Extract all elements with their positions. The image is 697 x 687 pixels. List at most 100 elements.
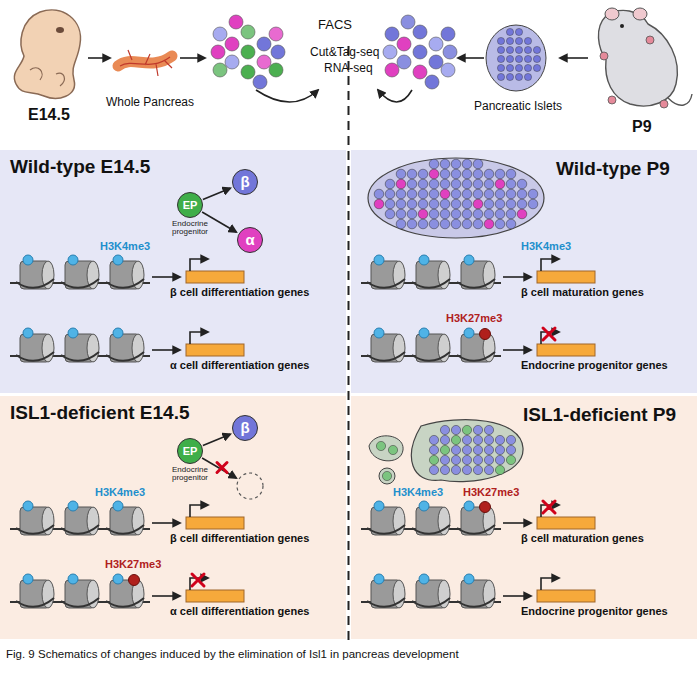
- promoter-arrow: [190, 505, 208, 517]
- islet-cell: [396, 189, 406, 199]
- sorted-cell: [269, 27, 283, 41]
- dna-wrap: [16, 598, 54, 607]
- islet-cell: [484, 435, 493, 444]
- islet-cell: [497, 73, 504, 80]
- sorted-cell: [397, 55, 411, 69]
- islet-cell: [407, 189, 417, 199]
- gene-box: [186, 344, 244, 356]
- islet-cell: [495, 455, 504, 464]
- h3k4me3-mark: [113, 574, 123, 584]
- dna-wrap: [457, 598, 495, 607]
- panel-ground: [0, 150, 346, 393]
- islet-cell: [473, 219, 483, 229]
- islet-cell: [440, 189, 450, 199]
- flow-arrow: [256, 90, 318, 102]
- h3k4me3-mark: [68, 501, 78, 511]
- islet-cell: [396, 169, 406, 179]
- islet-cell: [382, 471, 391, 480]
- sorted-cell: [241, 45, 255, 59]
- sorted-cell: [401, 15, 415, 29]
- islet-cell: [533, 55, 540, 62]
- sorted-cell: [257, 55, 271, 69]
- panel-ground: [351, 150, 697, 393]
- gene-box: [537, 271, 595, 283]
- islet-cell: [462, 179, 472, 189]
- islet-cell: [374, 189, 384, 199]
- stage-label: RNA-seq: [324, 62, 373, 76]
- pancreas-vessels: [120, 50, 172, 76]
- islet-cell: [495, 445, 504, 454]
- islet-cell: [506, 55, 513, 62]
- islet-cell: [440, 455, 449, 464]
- islet-figure: [486, 25, 546, 91]
- stage-label: E14.5: [28, 106, 70, 124]
- islet-cell: [407, 219, 417, 229]
- islet-cell: [495, 189, 505, 199]
- islet-cell: [376, 441, 385, 450]
- h3k4me3-mark: [374, 574, 384, 584]
- cell-label: α: [238, 228, 262, 252]
- islet-cell: [528, 199, 538, 209]
- islet-cell: [524, 37, 531, 44]
- islet-cell: [495, 169, 505, 179]
- promoter-arrow: [190, 259, 208, 271]
- panel-region: ISL1-deficient E14.5EPEndocrine progenit…: [0, 396, 346, 639]
- islet-cell: [462, 189, 472, 199]
- sorted-cell: [429, 37, 443, 51]
- islet-cell: [495, 435, 504, 444]
- dna-wrap: [61, 352, 99, 361]
- mouse-paw: [600, 52, 608, 60]
- islet-cell: [440, 209, 450, 219]
- sorted-cell: [213, 27, 227, 41]
- h3k4me3-mark: [374, 255, 384, 265]
- islet-cell: [517, 189, 527, 199]
- flow-arrow: [88, 57, 110, 59]
- islet-cell: [451, 445, 460, 454]
- panel-heading: ISL1-deficient P9: [523, 404, 676, 426]
- islet-cell: [533, 64, 540, 71]
- islet-cell: [473, 159, 483, 169]
- sorted-cell: [413, 45, 427, 59]
- islet-cell: [497, 37, 504, 44]
- dna-wrap: [457, 525, 495, 534]
- transcription-arrow: [152, 349, 180, 351]
- mouse-figure: [598, 10, 677, 106]
- islet-cell: [440, 425, 449, 434]
- islet-cell: [533, 46, 540, 53]
- islet-cell: [473, 199, 483, 209]
- mouse-paw: [646, 36, 654, 44]
- dna-wrap: [457, 279, 495, 288]
- islet-cell: [473, 445, 482, 454]
- figure-caption: Fig. 9 Schematics of changes induced by …: [6, 648, 691, 660]
- mouse-ear: [633, 8, 647, 20]
- islet-cell: [429, 209, 439, 219]
- h3k4me3-mark: [464, 328, 474, 338]
- islet-cell: [407, 169, 417, 179]
- islet-cell: [440, 465, 449, 474]
- islet-cell: [451, 199, 461, 209]
- sorted-cell: [385, 63, 399, 77]
- mouse-tail: [668, 94, 692, 105]
- islet-cell: [396, 179, 406, 189]
- islet-cell: [429, 179, 439, 189]
- gene-label: β cell maturation genes: [521, 286, 644, 299]
- islet-cell: [515, 73, 522, 80]
- flow-arrow: [378, 90, 412, 102]
- h3k4me3-mark: [464, 574, 474, 584]
- islet-cell: [429, 189, 439, 199]
- h3k4me3-mark: [68, 574, 78, 584]
- islet-cell: [495, 209, 505, 219]
- islet-cell: [524, 73, 531, 80]
- panel-ground: [351, 396, 697, 639]
- islet-cell: [385, 179, 395, 189]
- islet-cell: [506, 189, 516, 199]
- islet-cell: [440, 435, 449, 444]
- h3k4me3-mark: [23, 255, 33, 265]
- islet-cell: [517, 199, 527, 209]
- sorted-cell: [253, 75, 267, 89]
- islet-cell: [440, 445, 449, 454]
- dna-wrap: [367, 352, 405, 361]
- gene-label: Endocrine progenitor genes: [521, 605, 668, 618]
- h3k27me3-mark: [480, 502, 491, 513]
